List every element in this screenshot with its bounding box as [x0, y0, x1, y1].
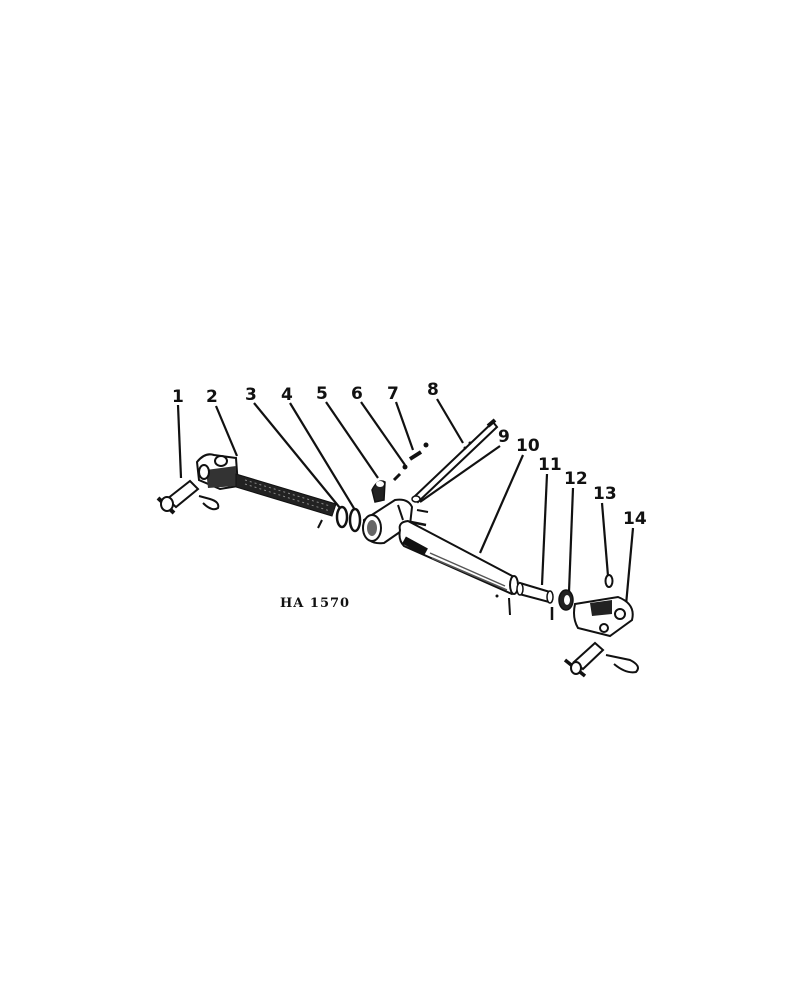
part-13-ring [604, 574, 614, 588]
callout-7: 7 [387, 384, 399, 404]
part-3-ring [335, 505, 349, 529]
callout-4: 4 [281, 385, 293, 405]
callout-12: 12 [564, 469, 588, 489]
part-12-washer [558, 589, 574, 611]
part-14-end-yoke [573, 595, 634, 638]
callout-14: 14 [623, 509, 647, 529]
leader-lines [176, 398, 635, 606]
part-6-small-pin [392, 464, 408, 482]
end-clevis-pin [563, 641, 639, 678]
callout-2: 2 [206, 387, 218, 407]
callout-9: 9 [498, 427, 510, 447]
part-11-sleeve [516, 581, 554, 620]
callout-13: 13 [593, 484, 617, 504]
part-7-spring-pin [408, 442, 429, 461]
part-10-tube [398, 519, 519, 616]
callout-1: 1 [172, 387, 184, 407]
part-5-latch [371, 480, 386, 503]
part-4-ring [348, 507, 362, 533]
callout-5: 5 [316, 384, 328, 404]
callout-10: 10 [516, 436, 540, 456]
callout-3: 3 [245, 385, 257, 405]
callout-8: 8 [427, 380, 439, 400]
callout-numbers: 1 2 3 4 5 6 7 8 9 10 11 12 13 14 [172, 380, 647, 529]
socket-housing [362, 498, 429, 545]
part-8-long-rod [411, 418, 499, 504]
figure-reference-code: HA 1570 [280, 596, 350, 611]
callout-11: 11 [538, 455, 562, 475]
callout-6: 6 [351, 384, 363, 404]
part-2-threaded-yoke [195, 453, 337, 529]
part-1-clevis-pin [156, 479, 220, 515]
